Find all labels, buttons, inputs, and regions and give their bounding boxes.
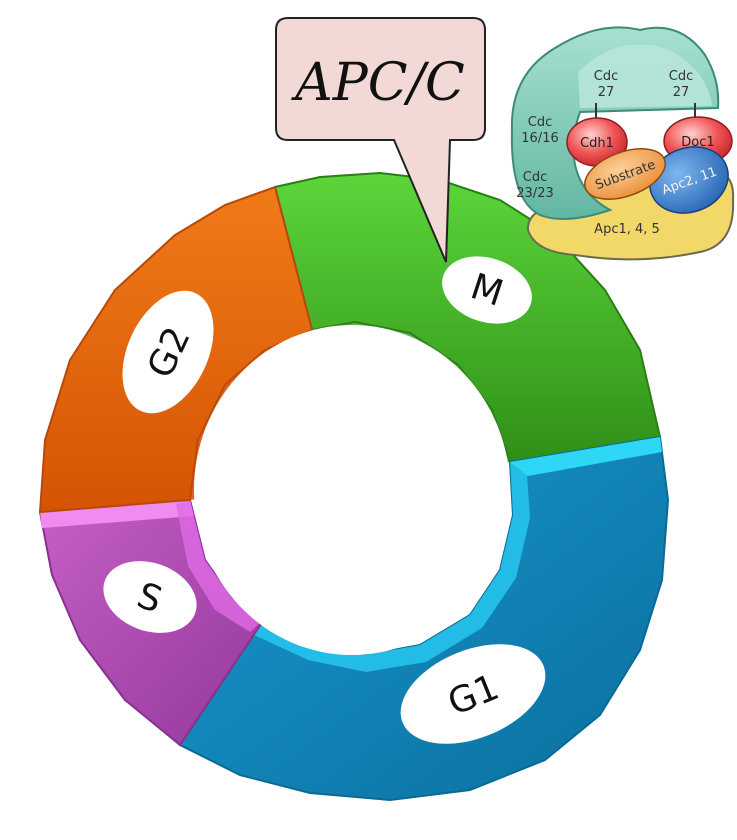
label-oval-s xyxy=(103,561,197,633)
subunit-apc2-shape xyxy=(649,146,729,214)
apc-callout: APC/C xyxy=(275,17,486,263)
callout-label: APC/C xyxy=(291,53,465,113)
ring-center-hole xyxy=(194,325,510,655)
subunit-doc1-label: Doc1 xyxy=(681,135,714,150)
phase-segment-s-lip xyxy=(176,500,265,632)
phase-segment-s-top-edge xyxy=(40,500,194,528)
subunit-apc1-label: Apc1, 4, 5 xyxy=(594,222,660,237)
subunit-substrate-shape xyxy=(584,148,666,200)
label-oval-g2 xyxy=(122,290,214,414)
phase-label-m: M xyxy=(442,256,532,324)
phase-label-g2: G2 xyxy=(122,290,214,414)
label-oval-m xyxy=(442,256,532,324)
phase-segment-g1-top-edge xyxy=(510,437,662,476)
label-oval-g1 xyxy=(400,644,546,744)
cell-cycle-ring xyxy=(38,171,670,802)
phase-label-g1: G1 xyxy=(400,644,546,744)
callout-bubble xyxy=(275,17,486,263)
phase-label-s: S xyxy=(103,561,197,633)
complex-arch-top xyxy=(578,44,712,108)
subunit-cdh1-label: Cdh1 xyxy=(580,136,614,151)
